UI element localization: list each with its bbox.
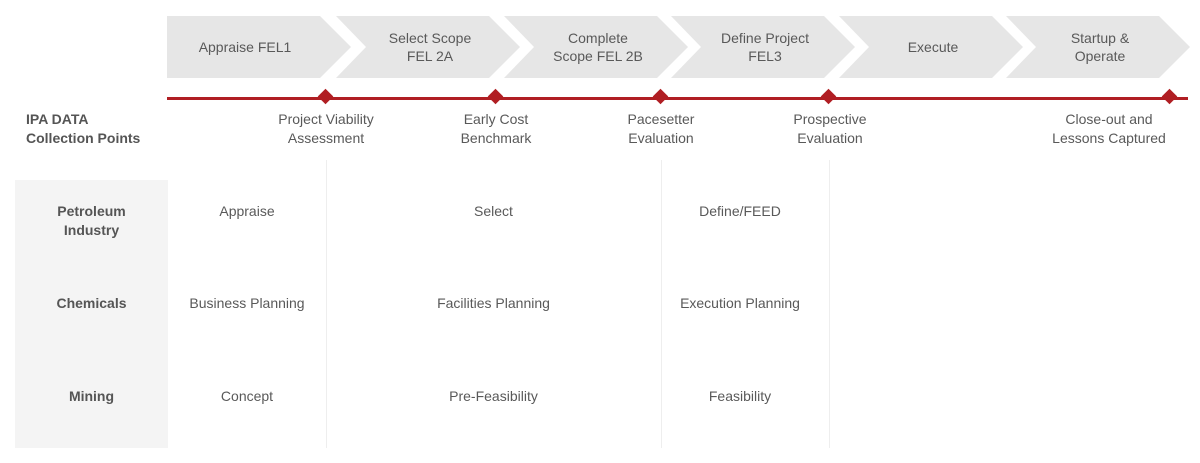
table-cell: Pre-Feasibility [449, 388, 538, 404]
chevron-shape [336, 16, 520, 78]
table-cell: Define/FEED [699, 203, 781, 219]
table-cell: Concept [220, 388, 274, 404]
table-cell: Execution Planning [680, 295, 800, 311]
collection-point-label: Pacesetter Evaluation [627, 111, 695, 146]
timeline-line [167, 97, 1188, 100]
phase-chevron-select: Select Scope FEL 2A [336, 16, 520, 78]
table-cell: Appraise [219, 203, 275, 219]
chevron-shape [671, 16, 855, 78]
phase-chevron-complete: Complete Scope FEL 2B [504, 16, 688, 78]
collection-point-label: Close-out and Lessons Captured [1052, 111, 1166, 146]
phase-chevron-define: Define Project FEL3 [671, 16, 855, 78]
collection-point-label: Project Viability Assessment [278, 111, 374, 146]
phase-label: Startup & Operate [1070, 30, 1130, 64]
phase-label: Execute [907, 39, 959, 55]
table-cell: Feasibility [708, 388, 772, 404]
chevron-shape [504, 16, 688, 78]
table-cell: Select [474, 203, 513, 219]
collection-points-title: IPA DATA Collection Points [26, 111, 141, 146]
industry-mining: Mining [68, 388, 115, 404]
phase-label: Select Scope FEL 2A [388, 30, 472, 64]
phase-label: Complete Scope FEL 2B [553, 30, 643, 64]
chevron-shape [167, 16, 351, 78]
table-cell: Facilities Planning [437, 295, 550, 311]
column-divider [829, 160, 830, 448]
column-divider [326, 160, 327, 448]
chevron-shape [1006, 16, 1190, 78]
phase-label: Appraise FEL1 [198, 39, 292, 55]
collection-point-label: Early Cost Benchmark [460, 111, 532, 146]
phase-chevron-appraise: Appraise FEL1 [167, 16, 351, 78]
collection-point-label: Prospective Evaluation [793, 111, 867, 146]
phase-chevron-execute: Execute [839, 16, 1023, 78]
table-cell: Business Planning [189, 295, 305, 311]
phase-chevron-startup: Startup & Operate [1006, 16, 1190, 78]
phase-chevron-bar: Appraise FEL1 Select Scope FEL 2A Comple… [0, 0, 1200, 100]
industry-column-background [15, 180, 168, 448]
industry-chemicals: Chemicals [56, 295, 127, 311]
phase-label: Define Project FEL3 [721, 30, 809, 64]
column-divider [661, 160, 662, 448]
chevron-shape [839, 16, 1023, 78]
industry-petroleum: Petroleum Industry [57, 203, 126, 238]
